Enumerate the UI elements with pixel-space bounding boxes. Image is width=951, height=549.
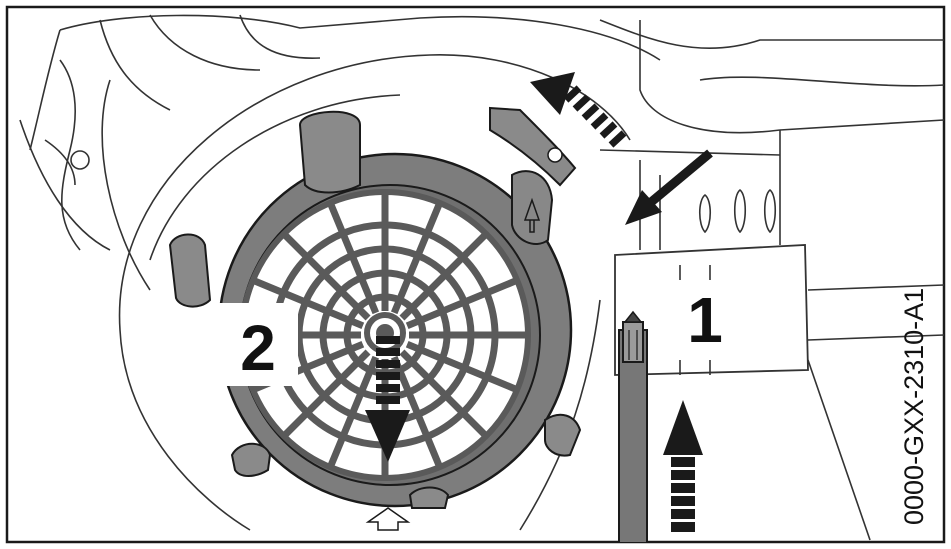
grille-spoke [282,232,371,321]
screwdriver [618,310,648,542]
arrow-pull-down [365,336,410,462]
step-2-label: 2 [240,312,276,384]
grille-spoke [327,202,380,315]
grille-spoke [327,355,380,468]
grille-spoke [252,277,365,330]
alignment-arrow-icon [365,507,411,531]
grille-spoke [282,349,371,438]
grille-spoke [390,202,443,315]
grille-spoke [399,232,488,321]
arrow-lift-up-left [530,72,627,148]
machine-housing [19,14,944,541]
grille-spoke [390,355,443,468]
step-1-label: 1 [687,284,723,356]
grille-spoke [399,349,488,438]
arrow-push-up [663,400,703,532]
grille-spoke [405,277,518,330]
figure-code: 0000-GXX-2310-A1 [899,288,929,525]
arrow-press-clip [625,149,713,225]
step-2-callout: 2 [215,303,298,386]
step-1-callout: 1 [687,284,723,356]
grille-spoke [405,340,518,393]
